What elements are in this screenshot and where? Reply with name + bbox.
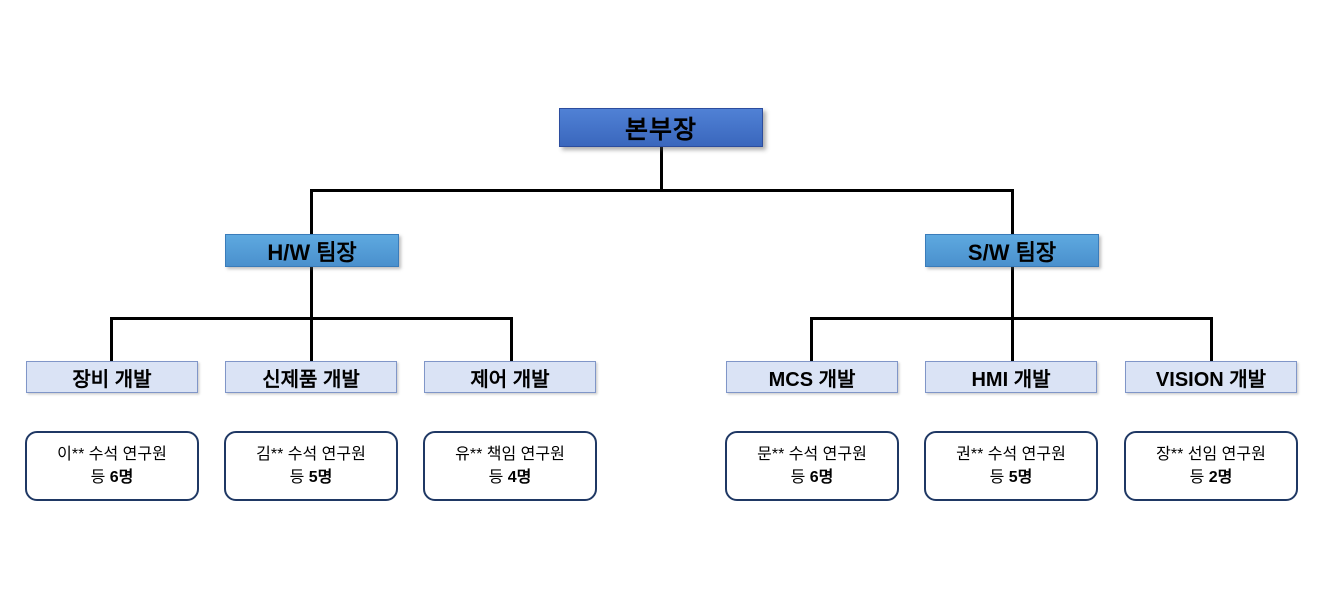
node-label: 본부장 bbox=[624, 115, 697, 144]
connector-line bbox=[1210, 317, 1213, 362]
connector-line bbox=[310, 189, 1014, 192]
count-value: 5명 bbox=[308, 468, 333, 486]
member-name: 유** 책임 연구원 bbox=[455, 445, 565, 463]
node-label: HMI 개발 bbox=[971, 368, 1051, 391]
connector-line bbox=[310, 317, 313, 362]
count-prefix: 등 bbox=[90, 468, 106, 486]
member-count: 등 6명 bbox=[91, 468, 134, 488]
count-value: 6명 bbox=[109, 468, 134, 486]
connector-line bbox=[310, 189, 313, 234]
connector-line bbox=[110, 317, 113, 362]
connector-line bbox=[810, 317, 813, 362]
count-prefix: 등 bbox=[989, 468, 1005, 486]
node-label: VISION 개발 bbox=[1155, 368, 1267, 391]
connector-line bbox=[1011, 189, 1014, 234]
node-label: 제어 개발 bbox=[470, 368, 550, 391]
connector-line bbox=[660, 147, 663, 190]
node-label: S/W 팀장 bbox=[967, 239, 1057, 265]
count-value: 4명 bbox=[507, 468, 532, 486]
node-dept-vision-dev: VISION 개발 bbox=[1125, 361, 1297, 393]
member-count: 등 5명 bbox=[990, 468, 1033, 488]
count-prefix: 등 bbox=[1189, 468, 1205, 486]
node-members-hmi: 권** 수석 연구원 등 5명 bbox=[924, 431, 1098, 501]
count-prefix: 등 bbox=[289, 468, 305, 486]
node-members-mcs: 문** 수석 연구원 등 6명 bbox=[725, 431, 899, 501]
node-division-head: 본부장 bbox=[559, 108, 763, 147]
member-name: 문** 수석 연구원 bbox=[757, 445, 867, 463]
node-sw-team-lead: S/W 팀장 bbox=[925, 234, 1099, 267]
count-value: 2명 bbox=[1208, 468, 1233, 486]
member-name: 이** 수석 연구원 bbox=[57, 445, 167, 463]
node-dept-equipment-dev: 장비 개발 bbox=[26, 361, 198, 393]
node-dept-control-dev: 제어 개발 bbox=[424, 361, 596, 393]
node-members-new-product: 김** 수석 연구원 등 5명 bbox=[224, 431, 398, 501]
connector-line bbox=[1011, 317, 1014, 362]
count-value: 5명 bbox=[1008, 468, 1033, 486]
node-dept-mcs-dev: MCS 개발 bbox=[726, 361, 898, 393]
member-name: 권** 수석 연구원 bbox=[956, 445, 1066, 463]
connector-line bbox=[310, 267, 313, 318]
node-dept-hmi-dev: HMI 개발 bbox=[925, 361, 1097, 393]
member-name: 김** 수석 연구원 bbox=[256, 445, 366, 463]
count-prefix: 등 bbox=[488, 468, 504, 486]
member-count: 등 6명 bbox=[791, 468, 834, 488]
node-label: MCS 개발 bbox=[768, 368, 856, 391]
connector-line bbox=[1011, 267, 1014, 318]
member-name: 장** 선임 연구원 bbox=[1156, 445, 1266, 463]
node-dept-new-product-dev: 신제품 개발 bbox=[225, 361, 397, 393]
connector-line bbox=[510, 317, 513, 362]
node-members-equipment: 이** 수석 연구원 등 6명 bbox=[25, 431, 199, 501]
node-label: 신제품 개발 bbox=[262, 368, 360, 391]
node-members-control: 유** 책임 연구원 등 4명 bbox=[423, 431, 597, 501]
member-count: 등 5명 bbox=[290, 468, 333, 488]
node-hw-team-lead: H/W 팀장 bbox=[225, 234, 399, 267]
count-value: 6명 bbox=[809, 468, 834, 486]
node-label: 장비 개발 bbox=[72, 368, 152, 391]
member-count: 등 2명 bbox=[1190, 468, 1233, 488]
node-members-vision: 장** 선임 연구원 등 2명 bbox=[1124, 431, 1298, 501]
count-prefix: 등 bbox=[790, 468, 806, 486]
member-count: 등 4명 bbox=[489, 468, 532, 488]
node-label: H/W 팀장 bbox=[267, 239, 357, 265]
